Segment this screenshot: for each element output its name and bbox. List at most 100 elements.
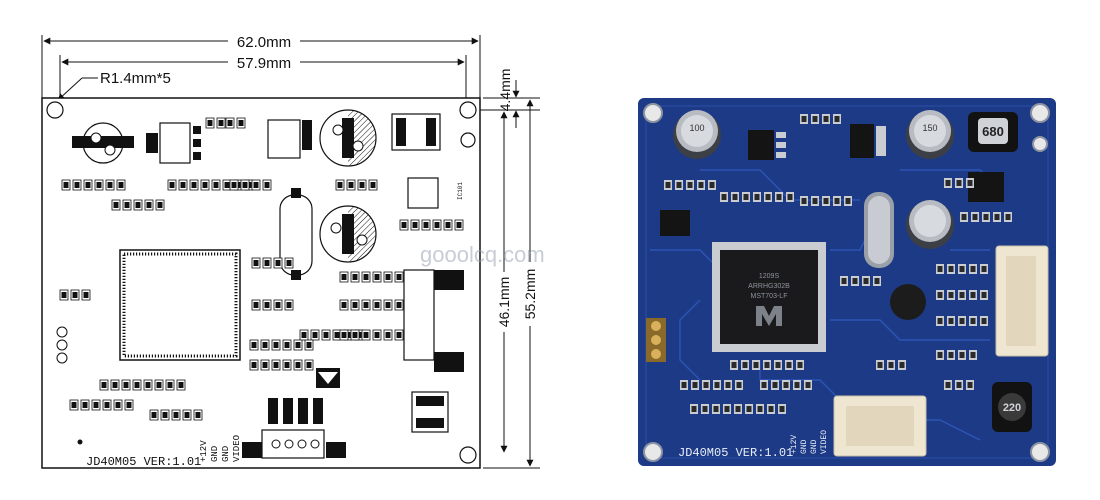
photo-inductor-220: 220 (992, 382, 1032, 432)
dim-hole-offset-label: 4.4mm (497, 69, 513, 112)
smd-pad (812, 116, 818, 122)
smd-pad (195, 412, 201, 418)
smd-pad (970, 318, 976, 324)
smd-pad (702, 406, 708, 412)
smd-pad (341, 302, 347, 308)
main-chip-footprint (119, 249, 241, 361)
smd-pad (264, 302, 270, 308)
smd-pad (370, 182, 376, 188)
smd-pad (72, 292, 78, 298)
smd-pad (178, 382, 184, 388)
chip-logo (756, 306, 782, 326)
smd-pad (783, 382, 789, 388)
smd-pad (805, 382, 811, 388)
smd-pad (151, 412, 157, 418)
smd-pad (238, 120, 244, 126)
pcb-trace (650, 249, 713, 263)
pcb-photo: 100 150 680 (638, 98, 1056, 466)
smd-pad (721, 194, 727, 200)
smd-pad (359, 182, 365, 188)
smd-pad (167, 382, 173, 388)
smd-pad (253, 302, 259, 308)
dim-total-width-label: 62.0mm (237, 34, 291, 51)
smd-pad (456, 222, 462, 228)
smd-pad (761, 382, 767, 388)
smd-pad (994, 214, 1000, 220)
smd-pad (352, 332, 358, 338)
smd-pad (981, 292, 987, 298)
photo-mount-hole (643, 103, 663, 123)
smd-pad (93, 402, 99, 408)
smd-pad (423, 222, 429, 228)
smd-pad (334, 332, 340, 338)
smd-pad (146, 202, 152, 208)
conn-label-video: VIDEO (232, 435, 242, 462)
smd-pad (681, 382, 687, 388)
smd-pad (725, 382, 731, 388)
smd-pad (63, 182, 69, 188)
smd-pad (764, 362, 770, 368)
smd-pad (107, 182, 113, 188)
smd-pad (981, 266, 987, 272)
smd-pad (207, 120, 213, 126)
smd-pad (779, 406, 785, 412)
smd-pad (323, 332, 329, 338)
photo-conn-label-video: VIDEO (820, 430, 829, 454)
smd-pad (983, 214, 989, 220)
smd-pad (736, 382, 742, 388)
dim-hole-span: 57.9mm (59, 54, 467, 100)
smd-pad (852, 278, 858, 284)
smd-pad (948, 292, 954, 298)
smd-pad (253, 260, 259, 266)
smd-components (59, 117, 464, 421)
photo-regulator-tab (876, 126, 886, 156)
smd-pad (753, 362, 759, 368)
inductor-bottom-label: 220 (1003, 402, 1021, 414)
photo-mount-hole (1032, 136, 1048, 152)
smd-pad (262, 342, 268, 348)
photo-connector-bottom (833, 395, 927, 457)
smd-pad (676, 182, 682, 188)
photo-mount-hole (1030, 442, 1050, 462)
smd-pad (823, 116, 829, 122)
smd-pad (273, 342, 279, 348)
drawing-model-label: JD40M05 VER:1.01 (86, 455, 201, 469)
smd-pad (970, 266, 976, 272)
smd-pad (180, 182, 186, 188)
smd-pad (242, 182, 248, 188)
cap-label-1: 100 (689, 123, 704, 133)
smd-pad (874, 278, 880, 284)
dim-corner-radius-label: R1.4mm*5 (100, 70, 171, 87)
mount-hole (46, 101, 64, 119)
photo-inductor-680: 680 (968, 112, 1018, 152)
capacitor-c125 (72, 122, 134, 164)
smd-pad (709, 182, 715, 188)
photo-inductor-middle (890, 284, 926, 320)
smd-pad (956, 382, 962, 388)
smd-pad (112, 382, 118, 388)
smd-pad (801, 198, 807, 204)
smd-pad (948, 352, 954, 358)
smd-pad (251, 342, 257, 348)
smd-pad (264, 260, 270, 266)
smd-pad (337, 182, 343, 188)
smd-pad (692, 382, 698, 388)
smd-pad (162, 412, 168, 418)
photo-capacitor-2: 150 (906, 110, 954, 159)
smd-pad (772, 382, 778, 388)
smd-pad (213, 182, 219, 188)
smd-pad (959, 292, 965, 298)
photo-capacitor-3 (906, 200, 954, 249)
smd-pad (202, 182, 208, 188)
smd-pad (742, 362, 748, 368)
smd-pad (899, 362, 905, 368)
drawing-connector-labels: +12V GND GND VIDEO (199, 435, 242, 462)
smd-pad (61, 292, 67, 298)
smd-pad (224, 182, 230, 188)
dim-total-height-label: 55.2mm (522, 269, 538, 320)
photo-ic-left (660, 210, 690, 236)
smd-pad (71, 402, 77, 408)
smd-pad (1005, 214, 1011, 220)
smd-pad (845, 198, 851, 204)
smd-pad (972, 214, 978, 220)
